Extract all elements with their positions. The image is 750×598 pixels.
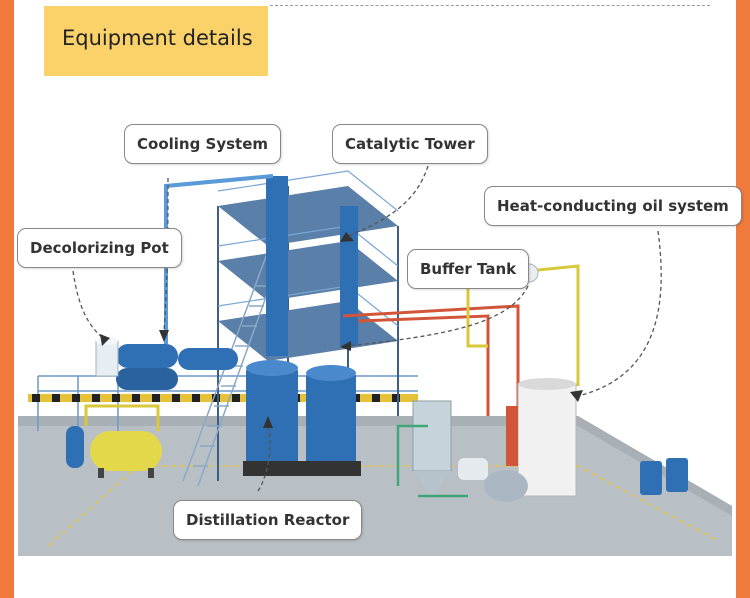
decolorizing-pot (95, 340, 119, 377)
left-border (0, 0, 14, 598)
tower-decks (218, 186, 398, 361)
hazard-stripe (28, 394, 418, 402)
heat-furnace (517, 383, 577, 497)
top-dashed-divider (270, 5, 710, 6)
label-heat-conducting-oil-system: Heat-conducting oil system (484, 186, 742, 226)
blower (484, 470, 528, 502)
oil-drums (640, 458, 688, 495)
small-vessel (66, 426, 84, 468)
reactors (243, 360, 361, 476)
section-header (44, 6, 268, 76)
separator (412, 400, 452, 472)
cooling-tanks (116, 344, 238, 390)
catalytic-column (266, 176, 288, 356)
label-catalytic-tower: Catalytic Tower (332, 124, 488, 164)
yellow-tank (90, 431, 162, 471)
section-title: Equipment details (62, 26, 253, 50)
label-buffer-tank: Buffer Tank (407, 249, 530, 289)
label-distillation-reactor: Distillation Reactor (173, 500, 363, 540)
right-border (736, 0, 750, 598)
label-decolorizing-pot: Decolorizing Pot (17, 228, 182, 268)
label-cooling-system: Cooling System (124, 124, 282, 164)
